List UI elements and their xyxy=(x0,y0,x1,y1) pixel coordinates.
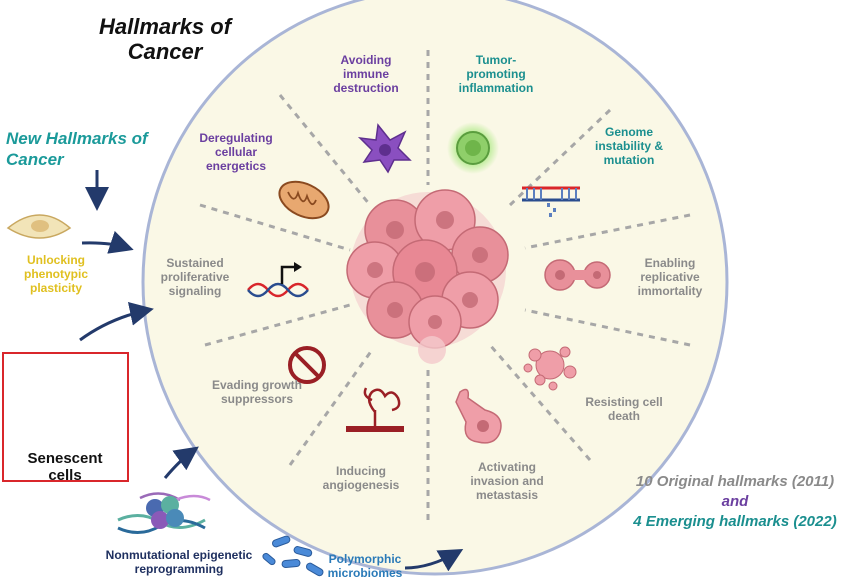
diagram-title: Hallmarks of Cancer xyxy=(98,14,232,64)
label-avoiding-immune-destruction: Avoiding immune destruction xyxy=(333,53,399,95)
spoke-lines xyxy=(199,50,691,520)
invading-cell-icon xyxy=(455,388,502,444)
label-resisting-cell-death: Resisting cell death xyxy=(585,395,663,423)
legend-original: 10 Original hallmarks (2011) xyxy=(635,473,835,490)
label-sustained-proliferative-signaling: Sustained proliferative signaling xyxy=(160,256,230,298)
label-unlocking-phenotypic-plasticity: Unlocking phenotypic plasticity xyxy=(23,253,88,295)
mitochondria-icon xyxy=(278,180,330,220)
label-senescent-cells: Senescent cells xyxy=(27,450,103,484)
angiogenesis-icon xyxy=(346,387,404,432)
immune-cell-icon xyxy=(357,123,412,174)
label-tumor-promoting-inflammation: Tumor-promoting inflammation xyxy=(458,53,534,95)
legend-emerging: 4 Emerging hallmarks (2022) xyxy=(633,513,837,530)
legend-and: and xyxy=(721,493,749,510)
new-hallmarks-title: New Hallmarks of Cancer xyxy=(6,129,148,169)
apoptotic-cell-icon xyxy=(523,346,577,391)
dividing-cell-icon xyxy=(544,259,611,291)
senescent-cells-box: Senescent cells xyxy=(2,352,129,484)
label-polymorphic-microbiomes: Polymorphic microbiomes xyxy=(327,552,403,580)
label-evading-growth-suppressors: Evading growth suppressors xyxy=(212,378,302,406)
microbiome-icon xyxy=(262,535,324,577)
label-inducing-angiogenesis: Inducing angiogenesis xyxy=(322,464,400,492)
tumor-cluster xyxy=(346,189,509,364)
epigenetic-icon xyxy=(117,492,211,534)
label-genome-instability-mutation: Genome instability & mutation xyxy=(594,125,663,167)
label-activating-invasion-metastasis: Activating invasion and metastasis xyxy=(470,460,544,502)
dna-mutation-icon xyxy=(522,186,580,217)
label-enabling-replicative-immortality: Enabling replicative immortality xyxy=(637,256,703,298)
no-sign-icon xyxy=(288,346,326,384)
label-nonmutational-epigenetic-reprogramming: Nonmutational epigenetic reprogramming xyxy=(105,548,253,576)
inflamed-cell-icon xyxy=(447,122,499,174)
label-deregulating-cellular-energetics: Deregulating cellular energetics xyxy=(199,131,273,173)
arrows xyxy=(79,170,464,572)
plasticity-cell-icon xyxy=(6,214,72,239)
gene-signaling-icon xyxy=(247,262,309,298)
